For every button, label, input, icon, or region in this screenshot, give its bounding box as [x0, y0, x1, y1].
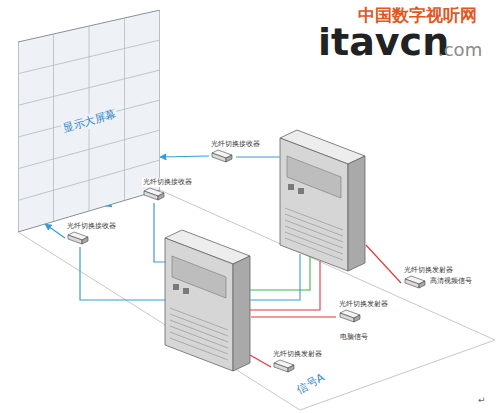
rack-slot — [285, 220, 343, 242]
red-wire — [366, 245, 401, 283]
signal-label: 电脑信号 — [340, 334, 368, 342]
fiber-receiver: 光纤切换接收器 — [66, 222, 117, 245]
wall-grid — [18, 160, 160, 200]
rack-front — [280, 138, 348, 271]
red-wire — [250, 355, 271, 367]
rack-slot — [285, 214, 343, 236]
rack-slot — [285, 238, 343, 260]
device-icon — [338, 309, 362, 323]
device-front — [274, 363, 288, 372]
device-front — [144, 191, 158, 200]
rack-vent — [298, 188, 304, 194]
rack-front — [165, 238, 233, 371]
signal-connector — [45, 224, 65, 238]
wall-grid — [18, 40, 160, 74]
wall-grid — [18, 100, 160, 137]
rack-slot — [170, 320, 228, 342]
device-front — [212, 153, 226, 162]
green-wire — [250, 257, 310, 290]
wall-face — [18, 10, 160, 232]
device-label: 光纤切换发射器 — [338, 300, 389, 309]
rack-slot — [170, 308, 228, 330]
rack-panel — [172, 256, 226, 298]
device-icon — [272, 359, 296, 373]
return-mark: ↵ — [478, 396, 486, 406]
blue-wire — [154, 203, 166, 262]
rack-slot — [170, 326, 228, 348]
signal-label: 信号A — [295, 372, 327, 397]
fiber-receiver: 光纤切换接收器 — [142, 178, 193, 201]
rack-side — [348, 156, 365, 271]
device-side — [354, 315, 360, 322]
rack-slot — [285, 208, 343, 230]
rack-side — [233, 256, 250, 371]
device-label: 光纤切换接收器 — [210, 140, 261, 149]
rack-slot — [170, 338, 228, 360]
fiber-transmitter: 光纤切换发射器 — [338, 300, 389, 323]
wall-grid — [18, 130, 160, 169]
device-side — [226, 155, 232, 162]
fiber-receiver: 光纤切换接收器 — [210, 140, 261, 163]
watermark-logo: itavcn — [318, 22, 449, 64]
signal-connector — [160, 156, 209, 157]
device-front — [340, 313, 354, 322]
red-wire — [250, 261, 320, 310]
blue-wire — [80, 247, 166, 300]
rack-panel — [287, 156, 341, 198]
rack-vent — [173, 284, 179, 290]
device-front — [405, 279, 419, 288]
device-icon — [403, 275, 427, 289]
device-icon — [142, 187, 166, 201]
blue-wire — [236, 156, 280, 157]
device-side — [419, 281, 425, 288]
device-icon — [66, 231, 90, 245]
device-side — [158, 193, 164, 200]
device-label: 光纤切换接收器 — [142, 178, 193, 187]
device-front — [68, 235, 82, 244]
rack-slot — [170, 332, 228, 354]
display-wall: 显示大屏幕 — [18, 10, 160, 232]
wall-grid — [18, 70, 160, 105]
device-label: 光纤切换接收器 — [66, 222, 117, 231]
watermark-domain: .com — [438, 40, 482, 60]
blue-wire — [250, 254, 300, 300]
rack-vent — [183, 288, 189, 294]
floor-outline — [18, 190, 495, 410]
rack-slot — [170, 314, 228, 336]
device-side — [82, 237, 88, 244]
rack-slot — [285, 232, 343, 254]
device-label: 光纤切换发射器 — [272, 350, 323, 359]
device-icon — [210, 149, 234, 163]
fiber-transmitter: 光纤切换发射器 — [272, 350, 323, 373]
red-wire — [251, 316, 336, 317]
signal-label: 高清视频信号 — [430, 278, 472, 286]
rack-vent — [288, 184, 294, 190]
device-label: 光纤切换发射器 — [403, 266, 454, 275]
device-side — [288, 365, 294, 372]
rack-slot — [285, 226, 343, 248]
